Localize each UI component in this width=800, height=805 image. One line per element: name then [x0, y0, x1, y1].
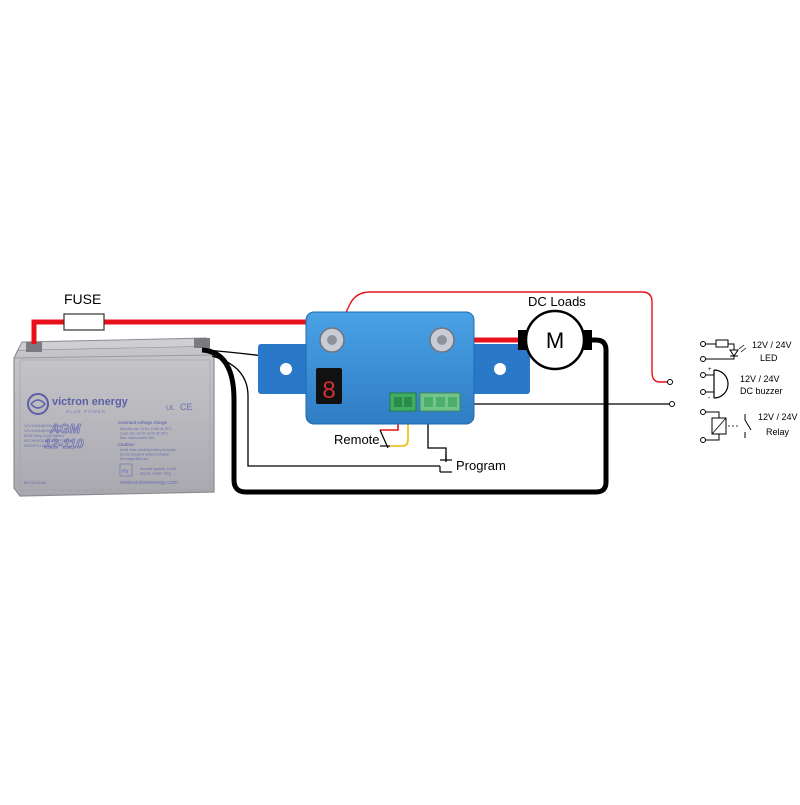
mount-hole-left: [280, 363, 292, 375]
caution-line: Do not charge in sealed container: [120, 453, 170, 457]
charge-line: Max. initial current: 30A: [120, 436, 155, 440]
led-voltage: 12V / 24V: [752, 340, 792, 350]
alarm-terminal-out: [669, 401, 675, 407]
led-icon: [729, 349, 739, 357]
caution-heading: Caution:: [118, 442, 135, 447]
program-button: Program: [439, 454, 506, 473]
remote-wire-yellow: [390, 410, 409, 447]
motor-label: M: [546, 328, 564, 353]
recycle-icon: [119, 463, 133, 477]
fuse: FUSE: [63, 291, 105, 331]
seven-segment-display: [316, 368, 342, 404]
alarm-terminal-plus: [667, 379, 673, 385]
dc-load: M DC Loads: [518, 294, 592, 371]
program-label: Program: [456, 458, 506, 473]
charge-line: Standby use: 13.5V–13.8V @ 25°C: [120, 427, 172, 431]
battery-brand: victron energy: [52, 396, 129, 408]
battery-positive-terminal: [26, 342, 42, 352]
remote-connector: [389, 392, 417, 412]
led-label: LED: [760, 353, 778, 363]
mount-hole-right: [494, 363, 506, 375]
relay-option: 12V / 24V Relay: [700, 409, 798, 443]
battery: victron energy BLUE POWER CE UL AGM 12-1…: [13, 337, 215, 497]
relay-contact-icon: [744, 414, 752, 438]
battery-spec-line: AGM Deep Cycle Battery: [24, 434, 64, 438]
remote-label: Remote: [334, 432, 380, 447]
charge-line: Cycle use: 14.2V–14.9V @ 25°C: [120, 432, 169, 436]
buzzer-option: + - 12V / 24V DC buzzer: [700, 367, 783, 402]
program-wire-battery: [211, 355, 440, 467]
buzzer-voltage: 12V / 24V: [740, 374, 780, 384]
display-digit: 8: [322, 377, 335, 404]
caution-line: Avoid short circuiting battery terminals: [120, 448, 176, 452]
battery-spec-line: 12V/110Ah@20hr Rate: [24, 429, 61, 433]
battery-model-agm: AGM: [49, 421, 82, 436]
bottom-spec-line: Approx. weight: 32kg: [140, 472, 171, 476]
positive-wire-to-fuse: [31, 319, 64, 344]
ul-mark: UL: [166, 405, 175, 412]
buzzer-label: DC buzzer: [740, 386, 783, 396]
buzzer-icon: [713, 369, 729, 399]
fuse-label: FUSE: [64, 291, 101, 307]
remote-switch: Remote: [334, 429, 390, 449]
fuse-symbol: [63, 313, 105, 331]
caution-line: Recharge after use: [120, 457, 148, 461]
main-negative-wire: [201, 337, 609, 495]
battery-model-number: 12-110: [44, 436, 84, 451]
charge-heading: Constant voltage charge: [118, 420, 168, 425]
battery-spec-line: RECHARGEABLE BATTERY: [24, 439, 71, 443]
alarm-positive-wire: [333, 291, 670, 383]
battery-spec-line: 12V/110Ah@10hr Rate: [24, 424, 61, 428]
bottom-spec-line: Nominal capacity: 110Ah: [140, 467, 176, 471]
battery-part-number: BAT412101084: [24, 481, 46, 485]
battery-charge-block: Constant voltage charge Standby use: 13.…: [118, 420, 176, 476]
battery-protect-device: 8: [258, 311, 530, 425]
ce-mark: CE: [180, 402, 193, 412]
battery-tagline: BLUE POWER: [66, 409, 106, 414]
motor-terminal-left: [518, 330, 528, 350]
battery-body: [13, 345, 215, 497]
battery-spec-line: NONSPILLABLE: [24, 444, 52, 448]
dc-loads-label: DC Loads: [528, 294, 586, 309]
victron-logo: victron energy BLUE POWER: [27, 393, 129, 415]
motor-symbol: [524, 309, 586, 371]
remote-switch-lever: [379, 429, 389, 449]
svg-text:-: -: [708, 395, 711, 402]
battery-spec-block: 12V/110Ah@10hr Rate 12V/110Ah@20hr Rate …: [24, 424, 71, 448]
relay-label: Relay: [766, 427, 790, 437]
relay-voltage: 12V / 24V: [758, 412, 798, 422]
led-option: 12V / 24V LED: [700, 339, 792, 363]
alarm-options: 12V / 24V LED + - 12V / 24V DC buzzer 12…: [700, 339, 798, 443]
recycle-mark: Pb: [122, 469, 128, 475]
battery-negative-terminal: [194, 338, 210, 348]
battery-website: www.victronenergy.com: [119, 480, 178, 486]
motor-terminal-right: [582, 330, 592, 350]
svg-text:+: +: [708, 367, 712, 373]
led-resistor: [715, 339, 729, 348]
